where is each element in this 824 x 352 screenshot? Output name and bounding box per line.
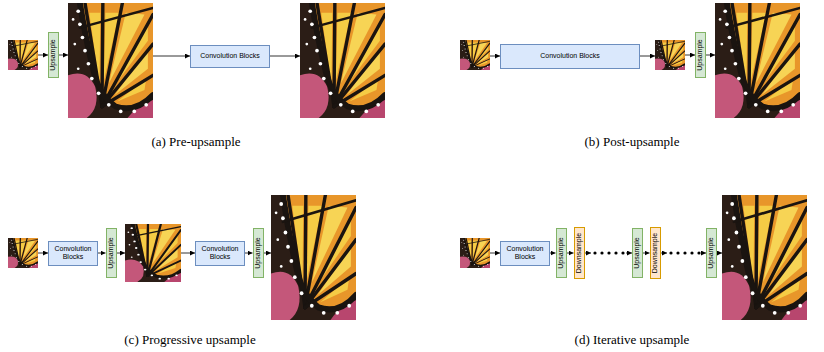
convolution-box: Convolution Blocks (190, 45, 270, 68)
flow-arrow (490, 253, 500, 254)
upsample-box: Upsample (695, 32, 706, 78)
convolution-box: Convolution Blocks (500, 241, 550, 266)
low-res-image (8, 40, 38, 70)
upsample-box: Upsample (106, 228, 117, 278)
high-res-image (271, 195, 356, 320)
box-label: Convolution Blocks (200, 52, 260, 60)
convolution-box: Convolution Blocks (500, 44, 640, 69)
box-label: Convolution Blocks (540, 52, 600, 60)
subfigure-caption: (b) Post-upsample (585, 134, 680, 150)
flow-arrow (153, 56, 190, 57)
upsampled-image (68, 3, 153, 118)
upsample-box: Upsample (48, 32, 59, 78)
upsample-box: Upsample (556, 228, 567, 278)
flow-arrow (640, 56, 655, 57)
box-label: Upsample (707, 237, 715, 269)
flow-arrow (98, 253, 106, 254)
box-label: Upsample (633, 237, 641, 269)
flow-arrow (716, 253, 722, 254)
flow-arrow (116, 253, 125, 254)
box-label: Upsample (107, 237, 115, 269)
flow-arrow (584, 253, 591, 254)
flow-arrow (705, 55, 715, 56)
subfigure-caption: (a) Pre-upsample (151, 134, 240, 150)
flow-arrow (38, 253, 48, 254)
flow-arrow (38, 55, 48, 56)
box-label: Convolution Blocks (199, 245, 241, 261)
flow-arrow (643, 253, 650, 254)
downsample-box: Downsample (574, 227, 585, 279)
flow-arrow (490, 56, 500, 57)
flow-arrow (567, 253, 574, 254)
subfigure-caption: (d) Iterative upsample (575, 332, 690, 348)
flow-arrow (245, 253, 253, 254)
flow-arrow (263, 253, 271, 254)
flow-arrow (660, 253, 667, 254)
mid-res-image (125, 224, 181, 282)
low-res-image (460, 238, 490, 268)
flow-arrow (181, 253, 195, 254)
high-res-image (722, 195, 807, 320)
ellipsis-dots (593, 251, 624, 254)
upsample-box: Upsample (706, 228, 717, 278)
high-res-image (300, 3, 385, 118)
upsample-box: Upsample (632, 228, 643, 278)
convolution-box: Convolution Blocks (195, 241, 245, 266)
box-label: Downsample (575, 233, 583, 273)
low-res-image (460, 40, 490, 70)
high-res-image (715, 3, 800, 118)
flow-arrow (270, 56, 300, 57)
box-label: Convolution Blocks (504, 245, 546, 261)
subfigure-caption: (c) Progressive upsample (124, 332, 255, 348)
ellipsis-dots (669, 251, 700, 254)
feature-image (655, 40, 685, 70)
box-label: Upsample (49, 39, 57, 71)
upsample-box: Upsample (253, 228, 264, 278)
box-label: Upsample (557, 237, 565, 269)
flow-arrow (58, 55, 68, 56)
convolution-box: Convolution Blocks (48, 241, 98, 266)
box-label: Downsample (651, 233, 659, 273)
low-res-image (8, 238, 38, 268)
box-label: Upsample (696, 39, 704, 71)
flow-arrow (685, 55, 695, 56)
box-label: Upsample (254, 237, 262, 269)
box-label: Convolution Blocks (52, 245, 94, 261)
downsample-box: Downsample (650, 227, 661, 279)
